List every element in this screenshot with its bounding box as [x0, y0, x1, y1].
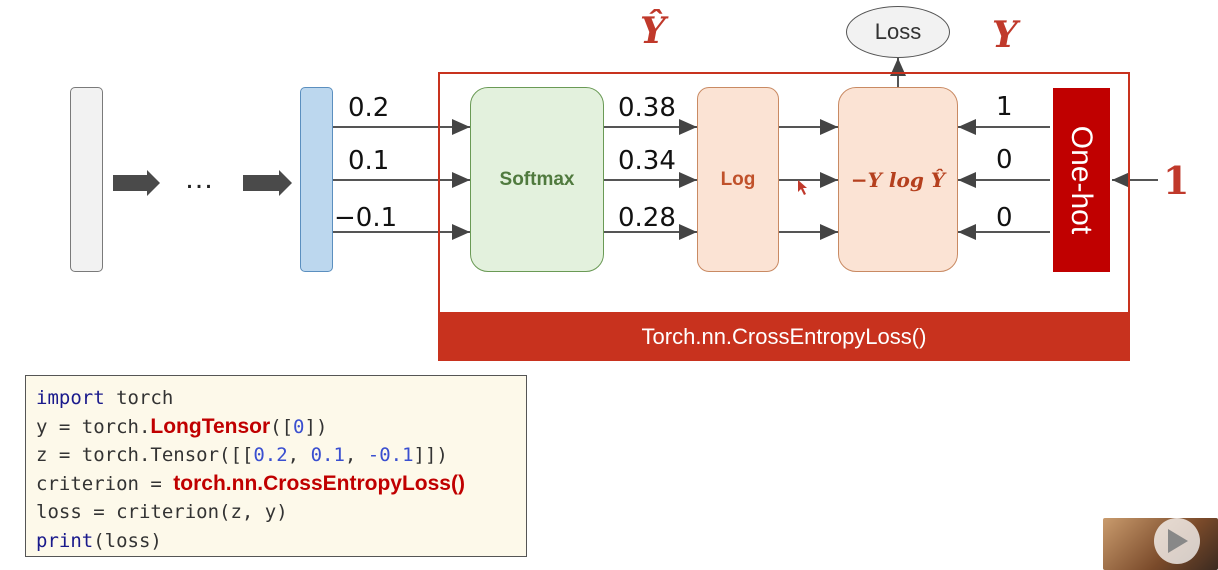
code-line-3: z = torch.Tensor([[0.2, 0.1, -0.1]]) — [36, 441, 516, 470]
code-text: ]) — [304, 415, 328, 438]
one-hot-block: One-hot — [1053, 88, 1110, 272]
code-number: 0.2 — [253, 444, 288, 466]
code-line-1: import torch — [36, 384, 516, 413]
log-block: Log — [697, 87, 779, 272]
code-highlight-crossentropy: torch.nn.CrossEntropyLoss() — [173, 471, 465, 495]
play-icon — [1168, 529, 1188, 553]
code-panel: import torch y = torch.LongTensor([0]) z… — [25, 375, 527, 557]
code-line-5: loss = criterion(z, y) — [36, 501, 288, 523]
frame-title: Torch.nn.CrossEntropyLoss() — [438, 312, 1130, 361]
loss-node: Loss — [846, 6, 950, 58]
onehot-value-3: 0 — [996, 203, 1013, 233]
logit-vector — [300, 87, 333, 272]
prob-value-2: 0.34 — [618, 146, 676, 176]
code-number: -0.1 — [367, 444, 414, 466]
input-vector — [70, 87, 103, 272]
code-text: torch — [104, 387, 174, 409]
fat-arrow-1 — [113, 170, 160, 196]
prob-value-3: 0.28 — [618, 203, 676, 233]
fat-arrow-2 — [243, 170, 292, 196]
y-label: Y — [992, 14, 1018, 56]
code-number: 0.1 — [310, 444, 345, 466]
prob-value-1: 0.38 — [618, 93, 676, 123]
code-line-6: print(loss) — [36, 527, 516, 556]
code-text: ]]) — [413, 444, 448, 466]
code-text: y = torch. — [36, 415, 151, 438]
code-keyword-import: import — [36, 387, 105, 409]
logit-value-3: −0.1 — [334, 203, 398, 233]
class-index-label: 1 — [1163, 158, 1190, 203]
code-number: 0 — [293, 415, 305, 438]
code-highlight-longtensor: LongTensor — [150, 414, 271, 438]
code-line-2: y = torch.LongTensor([0]) — [36, 413, 516, 442]
code-keyword-print: print — [36, 529, 94, 552]
loss-formula-block: −Y log Ŷ — [838, 87, 958, 272]
logit-value-2: 0.1 — [348, 146, 390, 176]
code-text: (loss) — [93, 529, 162, 552]
onehot-value-1: 1 — [996, 92, 1013, 122]
one-hot-label: One-hot — [1065, 125, 1099, 235]
code-text: criterion = — [36, 472, 174, 495]
y-hat-label: Ŷ — [640, 10, 666, 52]
cursor-icon — [798, 180, 807, 195]
logit-value-1: 0.2 — [348, 93, 390, 123]
code-text: z = torch.Tensor([[ — [36, 444, 254, 466]
onehot-value-2: 0 — [996, 145, 1013, 175]
softmax-block: Softmax — [470, 87, 604, 272]
code-text: , — [287, 444, 311, 466]
code-line-4: criterion = torch.nn.CrossEntropyLoss() — [36, 470, 516, 499]
code-text: ([ — [270, 415, 294, 438]
ellipsis: … — [184, 162, 215, 195]
code-text: , — [344, 444, 368, 466]
